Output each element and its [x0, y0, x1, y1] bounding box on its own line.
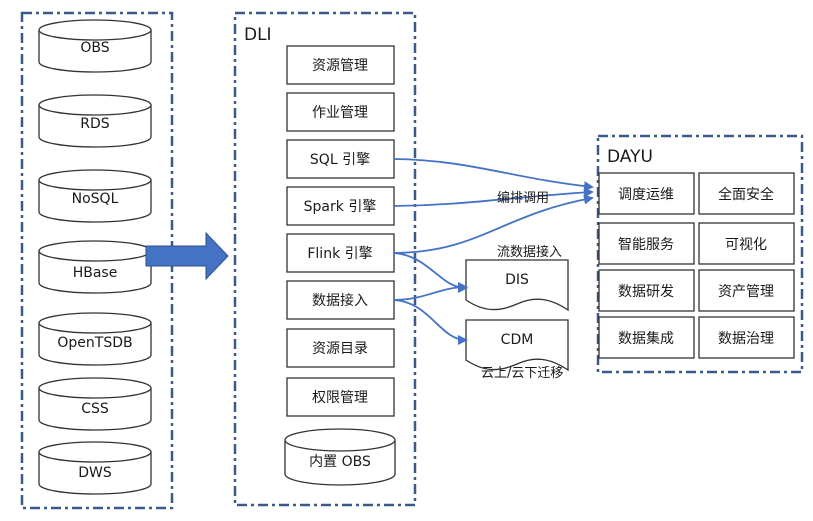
ingest-label: DIS [505, 272, 529, 288]
dli-module: 作业管理 [286, 92, 395, 132]
source-label: RDS [80, 116, 110, 132]
ingest-cdm: CDM [465, 319, 569, 372]
source-opentsdb: OpenTSDB [38, 312, 152, 366]
source-dws: DWS [38, 441, 152, 495]
dli-module: 资源目录 [286, 328, 395, 368]
dayu-module-label: 数据治理 [718, 331, 774, 347]
source-hbase: HBase [38, 240, 152, 294]
edge-ingest-to-dis [393, 282, 468, 301]
cloud-migration-label: 云上/云下迁移 [481, 366, 563, 381]
stream-ingest-label: 流数据接入 [497, 244, 562, 260]
source-rds: RDS [38, 94, 152, 148]
dli-storage-label: 内置 OBS [309, 454, 371, 470]
dli-module-label: 资源目录 [312, 341, 368, 357]
dayu-module: 资产管理 [698, 269, 795, 312]
source-css: CSS [38, 377, 152, 431]
dayu-module: 全面安全 [698, 172, 795, 215]
block-arrow-icon [145, 231, 229, 281]
dli-module: Flink 引擎 [286, 233, 395, 273]
source-label: NoSQL [72, 191, 119, 207]
source-nosql: NoSQL [38, 169, 152, 223]
dayu-title: DAYU [607, 147, 653, 167]
sources-frame [20, 11, 174, 510]
dayu-module-label: 智能服务 [618, 237, 674, 253]
ingest-label: CDM [501, 332, 534, 348]
orchestration-label: 编排调用 [497, 191, 549, 206]
dli-module-label: 权限管理 [312, 390, 368, 406]
edge-sql-to-dayu [393, 158, 594, 192]
dayu-frame [596, 134, 804, 374]
dayu-module-label: 全面安全 [718, 186, 774, 203]
dli-module-label: Flink 引擎 [307, 246, 372, 262]
dayu-module: 数据研发 [598, 269, 695, 312]
dli-storage: 内置 OBS [284, 428, 396, 486]
dayu-module: 数据集成 [598, 316, 695, 359]
dli-module-label: 资源管理 [312, 58, 368, 74]
source-label: DWS [78, 465, 112, 481]
dli-module: 权限管理 [286, 377, 395, 417]
dayu-module-label: 数据集成 [618, 330, 674, 347]
dli-module: SQL 引擎 [286, 139, 395, 179]
edge-ingest-to-cdm [393, 299, 468, 345]
edge-flink-to-dis [393, 252, 468, 293]
dli-module-label: SQL 引擎 [310, 152, 370, 168]
dayu-module: 智能服务 [598, 222, 695, 265]
dli-title: DLI [244, 25, 272, 45]
dli-module: 数据接入 [286, 280, 395, 320]
ingest-dis: DIS [465, 259, 569, 312]
source-label: OpenTSDB [57, 335, 132, 351]
dli-module: 资源管理 [286, 45, 395, 85]
edge-flink-to-dayu [393, 194, 594, 254]
dayu-module-label: 资产管理 [718, 284, 774, 300]
source-obs: OBS [38, 19, 152, 73]
dli-module-label: 数据接入 [312, 292, 368, 309]
dayu-module: 数据治理 [698, 316, 795, 359]
source-label: CSS [81, 401, 109, 417]
dli-module: Spark 引擎 [286, 186, 395, 226]
dli-module-label: Spark 引擎 [304, 199, 377, 215]
dayu-module-label: 数据研发 [618, 284, 674, 300]
edge-spark-to-dayu [393, 187, 594, 207]
dli-module-label: 作业管理 [312, 105, 368, 121]
source-label: HBase [73, 265, 118, 281]
dayu-module: 调度运维 [598, 172, 695, 215]
dayu-module-label: 调度运维 [618, 187, 674, 203]
dayu-module-label: 可视化 [725, 237, 767, 253]
dayu-module: 可视化 [698, 222, 795, 265]
source-label: OBS [80, 40, 109, 56]
